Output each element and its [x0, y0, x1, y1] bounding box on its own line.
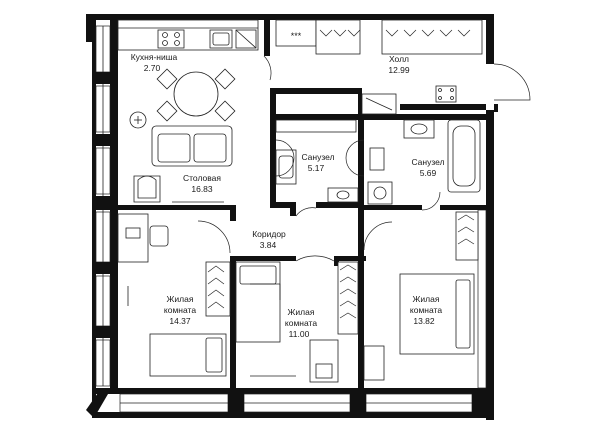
dining-table [129, 68, 236, 129]
room-area: 11.00 [289, 329, 310, 339]
room-area: 16.83 [191, 184, 213, 194]
room-kitchen-label: Кухня-ниша 2.70 [131, 52, 178, 73]
bathroom2-fixtures [367, 119, 481, 205]
room-area: 12.99 [388, 65, 410, 75]
room-name-line1: Жилая [167, 294, 194, 304]
room-bed3-label: Жилая комната 13.82 [410, 294, 442, 326]
interior-walls [118, 20, 486, 388]
room-name-line2: комната [285, 318, 317, 328]
room-area: 13.82 [413, 316, 435, 326]
sofa [151, 125, 233, 167]
kitchen-furniture: *** [117, 19, 317, 51]
bathroom1-fixtures [275, 119, 359, 203]
bedroom3-furniture [363, 211, 479, 381]
room-bath1-label: Санузел 5.17 [301, 152, 334, 173]
room-bed1-label: Жилая комната 14.37 [164, 294, 196, 326]
room-area: 2.70 [144, 63, 161, 73]
bedroom2-furniture [235, 261, 359, 383]
right-window [477, 209, 487, 389]
room-name-line2: комната [410, 305, 442, 315]
room-name: Санузел [301, 152, 334, 162]
room-name-line1: Жилая [413, 294, 440, 304]
bottom-windows [119, 388, 486, 418]
doors [197, 55, 531, 262]
room-area: 5.17 [308, 163, 325, 173]
bedroom1-furniture [117, 213, 231, 377]
room-name-line1: Жилая [288, 307, 315, 317]
hall-furniture [315, 19, 483, 115]
room-hall-label: Холл 12.99 [388, 54, 410, 75]
room-bath2-label: Санузел 5.69 [411, 157, 444, 178]
room-name: Холл [389, 54, 409, 64]
room-area: 3.84 [260, 240, 277, 250]
room-name: Коридор [252, 229, 286, 239]
room-name: Столовая [183, 173, 221, 183]
room-dining-label: Столовая 16.83 [183, 173, 221, 194]
room-labels: Кухня-ниша 2.70 Холл 12.99 Столовая 16.8… [131, 52, 445, 339]
room-name-line2: комната [164, 305, 196, 315]
svg-text:***: *** [291, 31, 302, 41]
room-name: Санузел [411, 157, 444, 167]
room-area: 5.69 [420, 168, 437, 178]
room-bed2-label: Жилая комната 11.00 [285, 307, 317, 339]
room-area: 14.37 [169, 316, 191, 326]
room-name: Кухня-ниша [131, 52, 178, 62]
room-corridor-label: Коридор 3.84 [252, 229, 286, 250]
left-windows [92, 25, 118, 387]
armchair [133, 175, 224, 203]
